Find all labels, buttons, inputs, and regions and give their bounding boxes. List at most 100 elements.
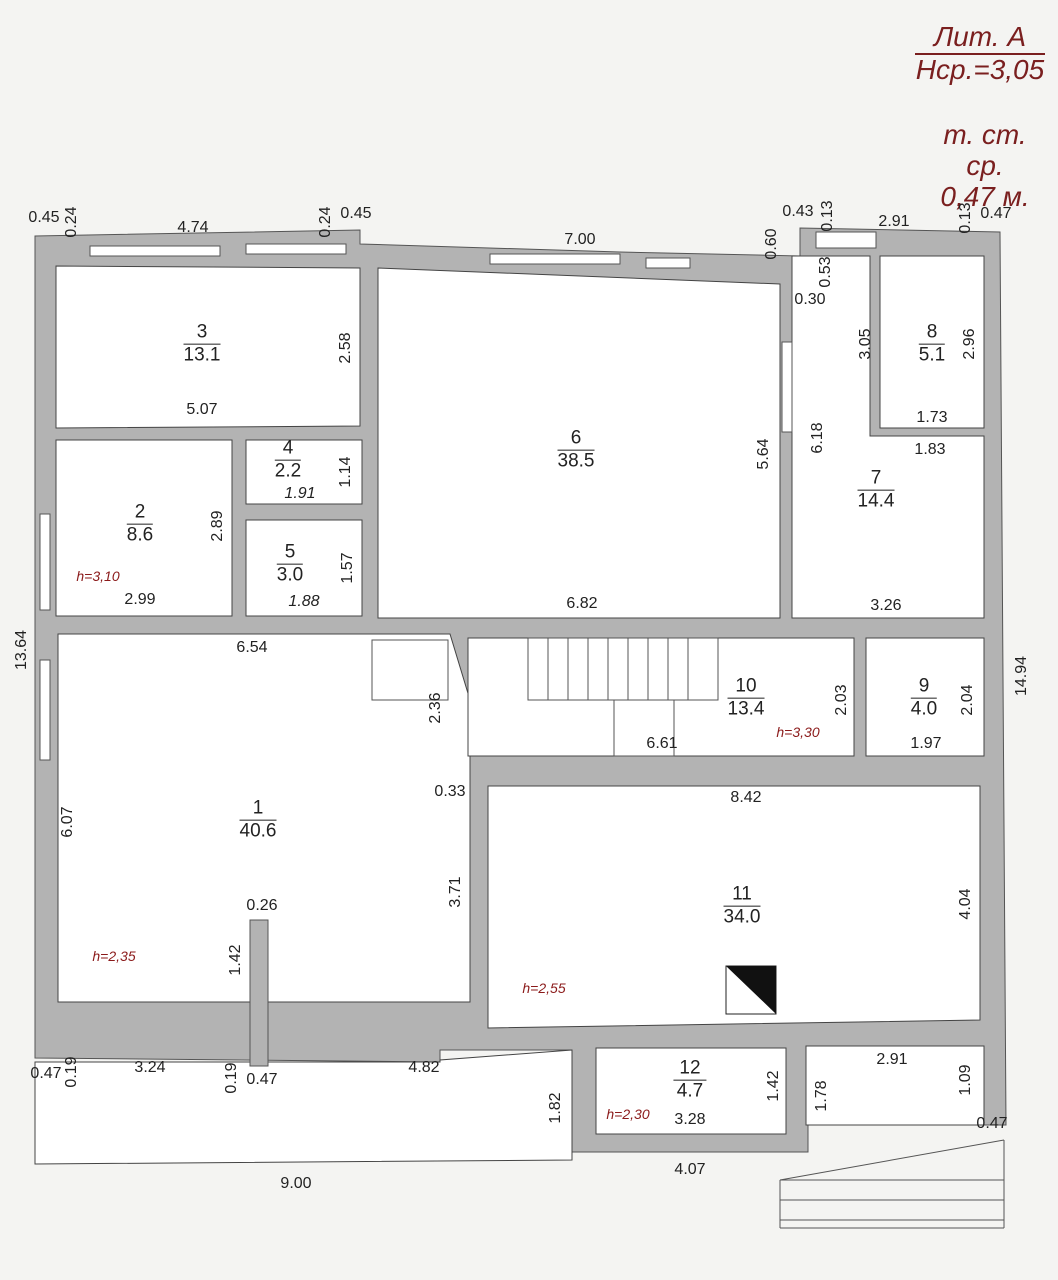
room-area: 38.5 — [557, 450, 595, 472]
dim-top-047: 0.47 — [980, 205, 1012, 222]
dim-r1-142: 1.42 — [227, 944, 244, 976]
room-3-floor — [55, 265, 361, 429]
room-number: 11 — [723, 884, 761, 907]
dim-r1-026: 0.26 — [246, 897, 278, 914]
dim-r1-371: 3.71 — [447, 876, 464, 908]
dim-030: 0.30 — [794, 291, 826, 308]
room-2-floor — [55, 439, 233, 617]
dim-b-900: 9.00 — [280, 1175, 312, 1192]
dim-top-024-mid: 0.24 — [317, 206, 334, 238]
avg-height-label: Нср.=3,05 — [915, 53, 1045, 85]
room-number: 3 — [183, 322, 221, 345]
room-area: 2.2 — [274, 460, 302, 482]
dim-b-047-right: 0.47 — [976, 1115, 1008, 1132]
room-6-floor — [377, 267, 781, 619]
dim-b-047-mid: 0.47 — [246, 1071, 278, 1088]
dim-r9-204: 2.04 — [959, 684, 976, 716]
wall-thickness-note: т. ст. ср. 0,47 м. — [930, 119, 1040, 212]
plan-header: Лит. А Нср.=3,05 — [915, 21, 1045, 86]
dim-top-291: 2.91 — [878, 213, 910, 230]
dim-r10-661: 6.61 — [646, 735, 678, 752]
dim-r5-188: 1.88 — [288, 593, 320, 610]
dim-r1-033: 0.33 — [434, 783, 466, 800]
height-note-room-2: h=3,10 — [76, 568, 120, 584]
room-number: 2 — [126, 502, 154, 525]
dim-b-019-left: 0.19 — [63, 1056, 80, 1088]
lit-label: Лит. А — [915, 21, 1045, 55]
room-number: 12 — [673, 1058, 707, 1081]
dim-r8-296: 2.96 — [961, 328, 978, 360]
dim-r7-326: 3.26 — [870, 597, 902, 614]
dim-b-407: 4.07 — [674, 1161, 706, 1178]
height-note-room-1: h=2,35 — [92, 948, 136, 964]
dim-top-474: 4.74 — [177, 219, 209, 236]
room-number: 10 — [727, 676, 765, 699]
dim-r11-842: 8.42 — [730, 789, 762, 806]
dim-top-700: 7.00 — [564, 231, 596, 248]
room-10-floor — [467, 637, 855, 757]
room-11-floor — [487, 785, 981, 1029]
dim-r2-289: 2.89 — [209, 510, 226, 542]
column — [249, 919, 269, 1067]
dim-b-019-mid: 0.19 — [223, 1062, 240, 1094]
dim-left-1364: 13.64 — [13, 629, 30, 671]
room-7-floor — [791, 255, 985, 619]
room-area: 34.0 — [723, 906, 761, 928]
room-number: 8 — [918, 322, 946, 345]
dim-b-109: 1.09 — [957, 1064, 974, 1096]
dim-top-045-mid: 0.45 — [340, 205, 372, 222]
dim-053: 0.53 — [817, 256, 834, 288]
room-area: 14.4 — [857, 490, 895, 512]
wall-thickness-value: 0,47 м. — [940, 180, 1030, 212]
dim-b-178: 1.78 — [813, 1080, 830, 1112]
room-area: 40.6 — [239, 820, 277, 842]
room-4-floor — [245, 439, 363, 505]
height-note-room-10: h=3,30 — [776, 724, 820, 740]
dim-b-047-left: 0.47 — [30, 1065, 62, 1082]
dim-top-013-b: 0.13 — [957, 202, 974, 234]
room-area: 3.0 — [276, 564, 304, 586]
dim-top-013-a: 0.13 — [819, 200, 836, 232]
room-9-floor — [865, 637, 985, 757]
room-area: 8.6 — [126, 524, 154, 546]
dim-r2-299: 2.99 — [124, 591, 156, 608]
stairs — [371, 637, 1005, 1229]
room-floors — [34, 255, 985, 1165]
room-area: 13.4 — [727, 698, 765, 720]
room-5-floor — [245, 519, 363, 617]
room-area: 4.7 — [676, 1080, 704, 1102]
vent-symbol — [725, 965, 777, 1015]
dim-r9-197: 1.97 — [910, 735, 942, 752]
height-note-room-12: h=2,30 — [606, 1106, 650, 1122]
dim-r6-682: 6.82 — [566, 595, 598, 612]
dim-r12-182: 1.82 — [547, 1092, 564, 1124]
room-area: 5.1 — [918, 344, 946, 366]
dim-r4-114: 1.14 — [337, 456, 354, 488]
windows — [39, 231, 877, 761]
dim-r8-173: 1.73 — [916, 409, 948, 426]
dim-r1-236: 2.36 — [427, 692, 444, 724]
room-number: 1 — [239, 798, 277, 821]
room-1-floor — [57, 633, 471, 1003]
dim-r7-618: 6.18 — [809, 422, 826, 454]
height-note-room-11: h=2,55 — [522, 980, 566, 996]
dim-r11-404: 4.04 — [957, 888, 974, 920]
dim-r12-328: 3.28 — [674, 1111, 706, 1128]
dim-r6-564: 5.64 — [755, 438, 772, 470]
dim-top-043: 0.43 — [782, 203, 814, 220]
wall-thickness-title: т. ст. ср. — [943, 119, 1027, 181]
dim-r3-258: 2.58 — [337, 332, 354, 364]
dim-r8-305: 3.05 — [857, 328, 874, 360]
